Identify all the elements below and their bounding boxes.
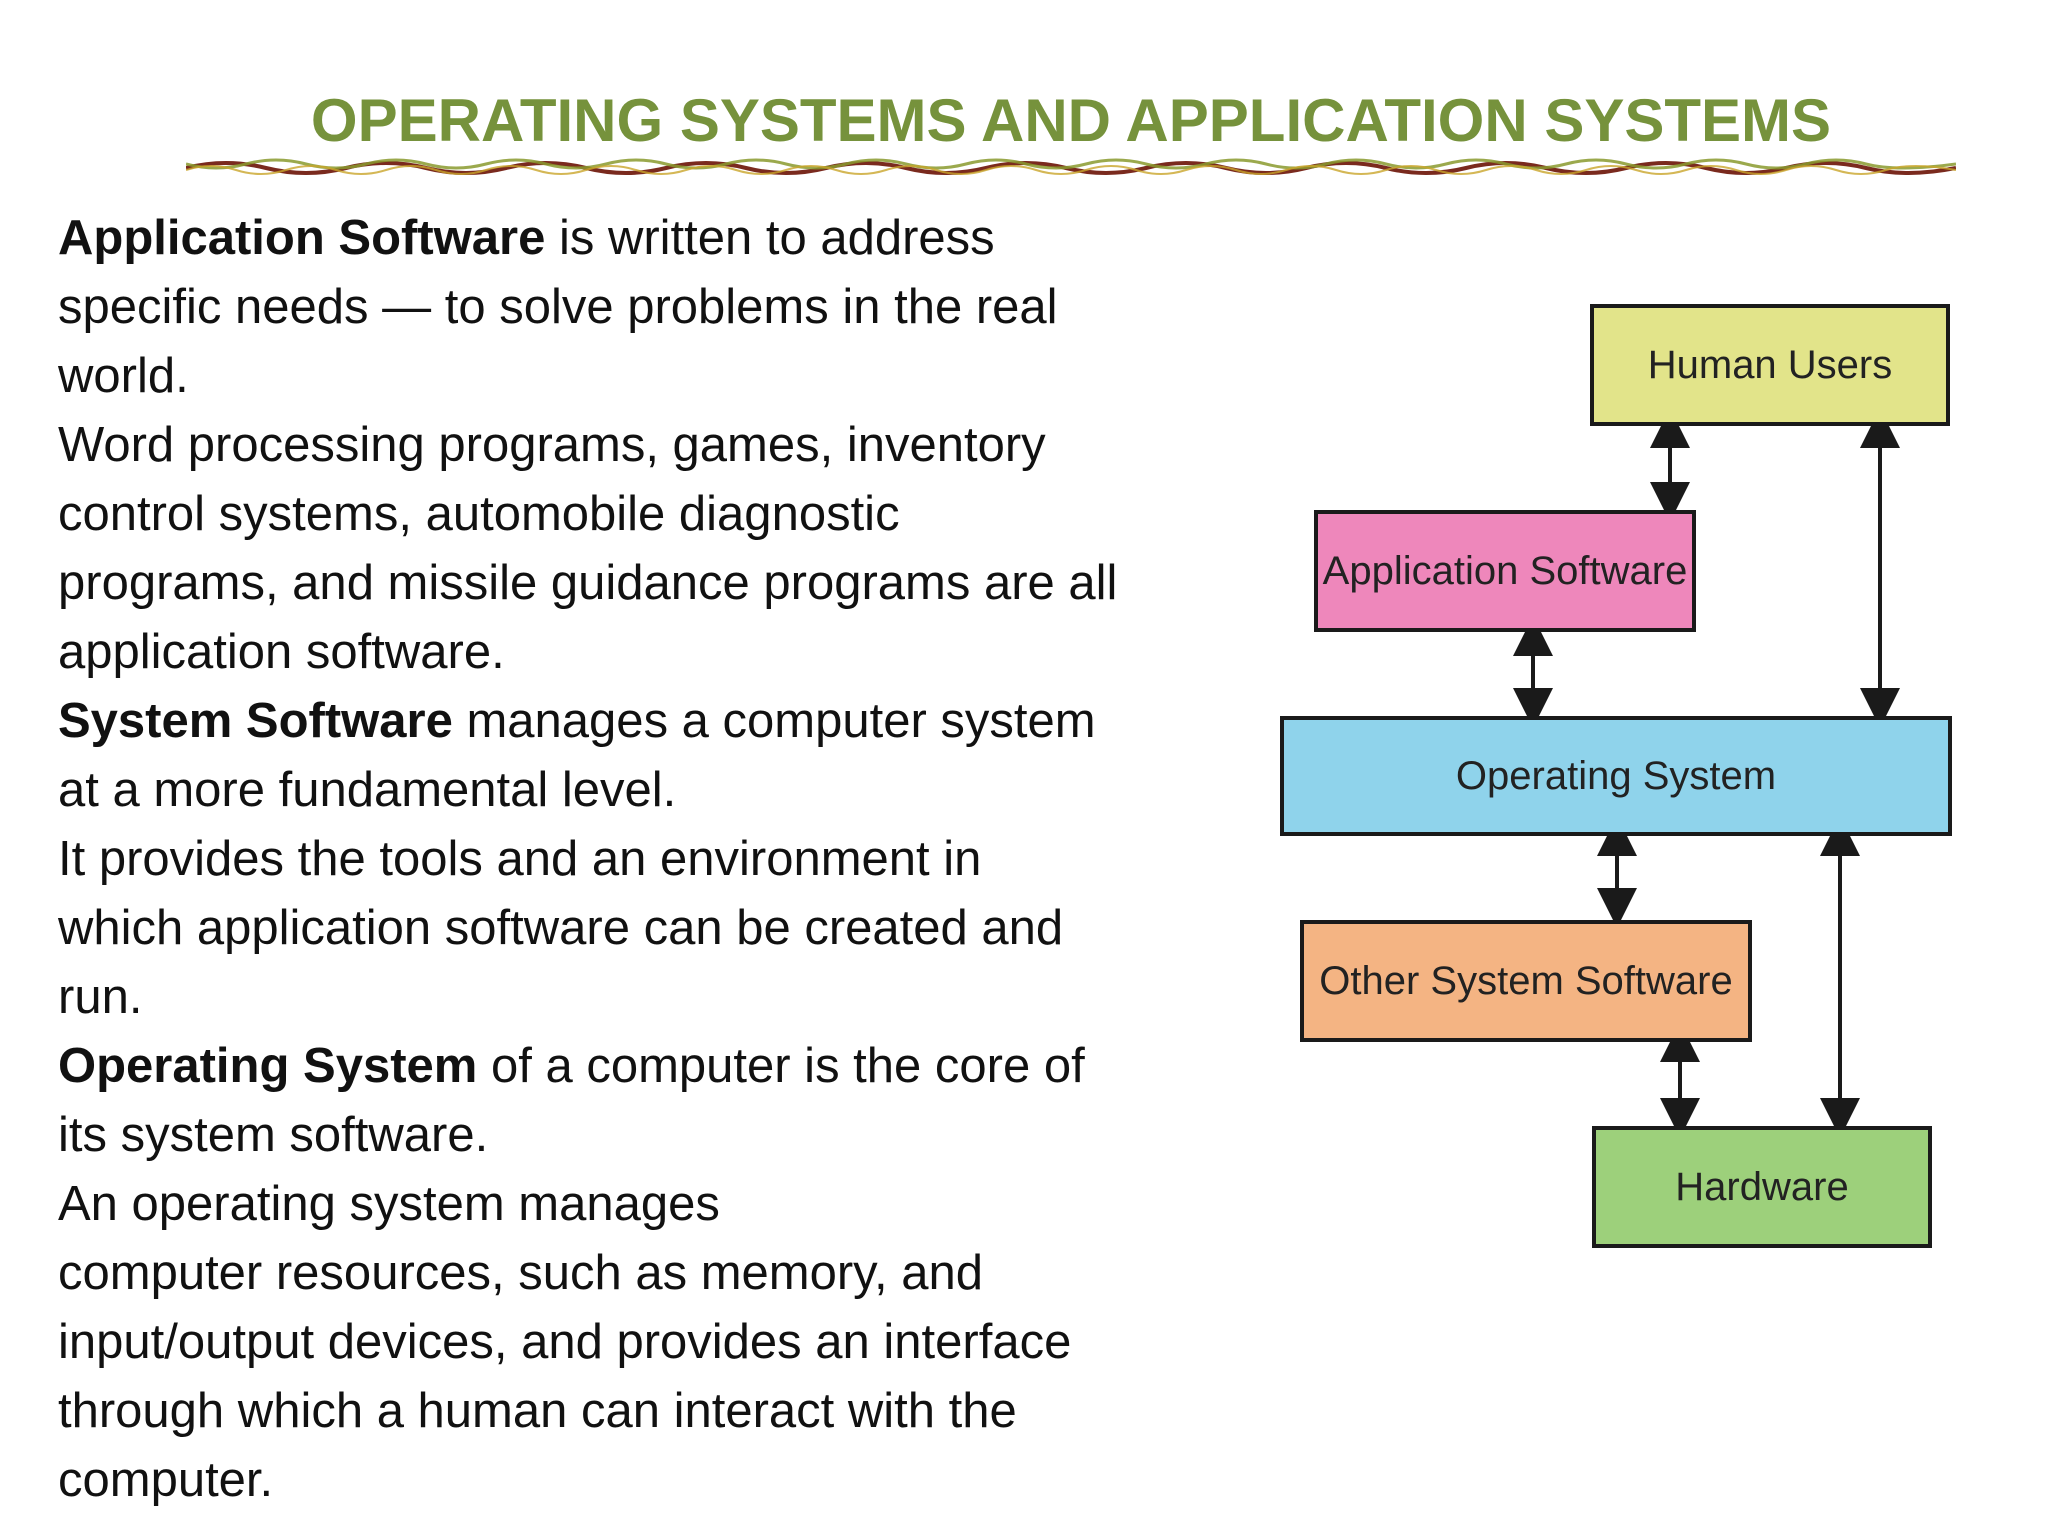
box-operating-system: Operating System (1280, 716, 1952, 836)
box-label: Application Software (1322, 548, 1688, 593)
body-line: through which a human can interact with … (58, 1377, 1258, 1446)
body-line-text: its system software. (58, 1108, 489, 1162)
body-line-text: is written to address (545, 211, 995, 265)
body-line-text: programs, and missile guidance programs … (58, 556, 1118, 610)
body-line-text: application software. (58, 625, 505, 679)
box-label: Hardware (1675, 1164, 1849, 1209)
body-line: Word processing programs, games, invento… (58, 411, 1258, 480)
body-line-text: manages a computer system (452, 694, 1096, 748)
box-other-system-software: Other System Software (1300, 920, 1752, 1042)
body-line-text: input/output devices, and provides an in… (58, 1315, 1072, 1369)
body-line: application software. (58, 618, 1258, 687)
title-divider-ornament (186, 158, 1956, 175)
body-line: computer. (58, 1446, 1258, 1515)
body-line: System Software manages a computer syste… (58, 687, 1258, 756)
bold-term: Operating System (58, 1039, 478, 1093)
body-line-text: computer. (58, 1453, 274, 1507)
box-hardware: Hardware (1592, 1126, 1932, 1248)
body-line: Operating System of a computer is the co… (58, 1032, 1258, 1101)
body-line: computer resources, such as memory, and (58, 1239, 1258, 1308)
body-line-text: An operating system manages (58, 1177, 720, 1231)
box-human-users: Human Users (1590, 304, 1950, 426)
body-line-text: which application software can be create… (58, 901, 1064, 955)
box-label: Human Users (1647, 342, 1893, 387)
body-line-text: specific needs — to solve problems in th… (58, 280, 1058, 334)
software-layers-diagram: Human Users Application Software Operati… (1280, 280, 1980, 1260)
body-line: its system software. (58, 1101, 1258, 1170)
body-line: run. (58, 963, 1258, 1032)
body-line-text: Word processing programs, games, invento… (58, 418, 1046, 472)
body-line-text: control systems, automobile diagnostic (58, 487, 900, 541)
body-line: An operating system manages (58, 1170, 1258, 1239)
body-line-text: at a more fundamental level. (58, 763, 677, 817)
body-line-text: It provides the tools and an environment… (58, 832, 982, 886)
box-application-software: Application Software (1314, 510, 1696, 632)
body-line: control systems, automobile diagnostic (58, 480, 1258, 549)
body-line: It provides the tools and an environment… (58, 825, 1258, 894)
body-line-text: world. (58, 349, 189, 403)
body-line: specific needs — to solve problems in th… (58, 273, 1258, 342)
body-text: Application Software is written to addre… (58, 204, 1258, 1515)
box-label: Other System Software (1319, 958, 1733, 1003)
body-line: which application software can be create… (58, 894, 1258, 963)
body-line-text: of a computer is the core of (477, 1039, 1085, 1093)
body-line: world. (58, 342, 1258, 411)
body-line: Application Software is written to addre… (58, 204, 1258, 273)
slide-title: OPERATING SYSTEMS AND APPLICATION SYSTEM… (310, 87, 1832, 154)
bold-term: Application Software (58, 211, 546, 265)
diagram-arrows (1513, 408, 1900, 1138)
box-label: Operating System (1455, 753, 1777, 798)
body-line: at a more fundamental level. (58, 756, 1258, 825)
body-line-text: run. (58, 970, 143, 1024)
body-line-text: through which a human can interact with … (58, 1384, 1017, 1438)
body-line: input/output devices, and provides an in… (58, 1308, 1258, 1377)
body-line-text: computer resources, such as memory, and (58, 1246, 984, 1300)
body-line: programs, and missile guidance programs … (58, 549, 1258, 618)
bold-term: System Software (58, 694, 453, 748)
